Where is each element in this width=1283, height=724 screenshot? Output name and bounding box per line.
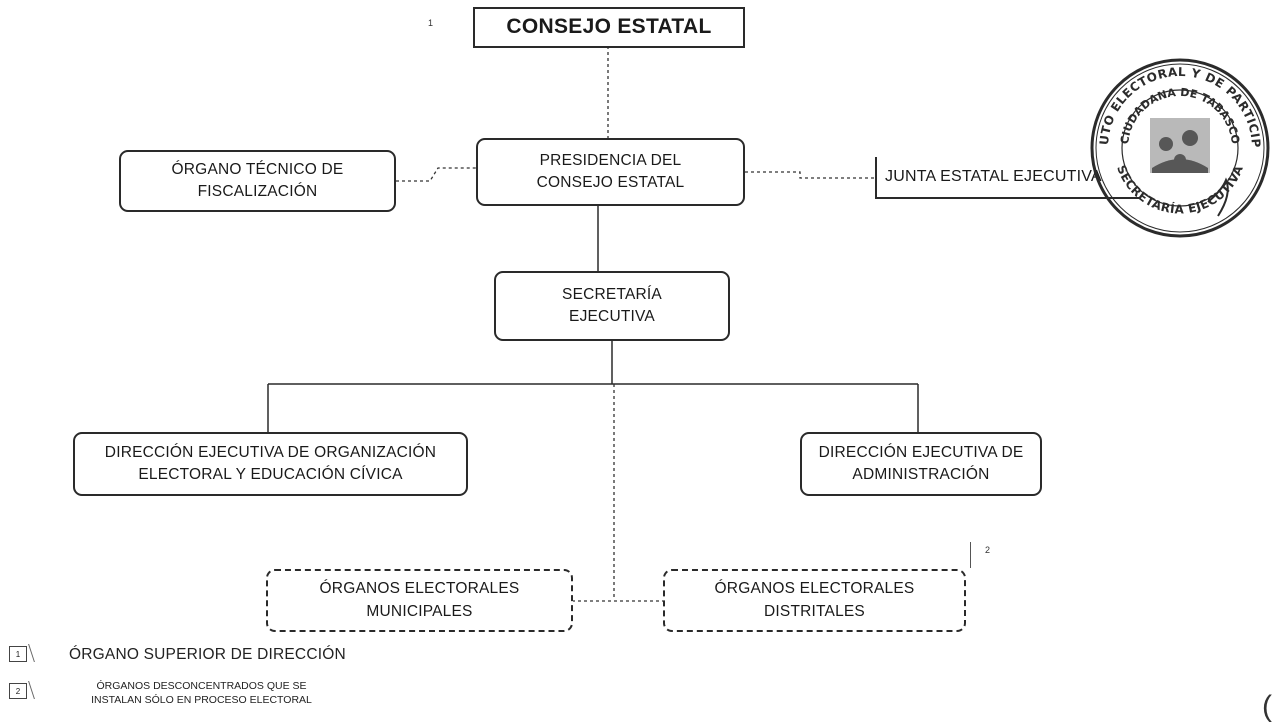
junta-estatal-label: JUNTA ESTATAL EJECUTIVA [885, 168, 1102, 185]
legend-2-text: ÓRGANOS DESCONCENTRADOS QUE SE INSTALAN … [69, 679, 334, 707]
organos-distritales-line1: ÓRGANOS ELECTORALES [714, 580, 915, 598]
organos-distritales-box: ÓRGANOS ELECTORALES DISTRITALES [663, 569, 966, 632]
legend-2-text-line1: ÓRGANOS DESCONCENTRADOS QUE SE [96, 680, 307, 692]
organo-tecnico-line1: ÓRGANO TÉCNICO DE [171, 160, 344, 178]
organos-municipales-line1: ÓRGANOS ELECTORALES [319, 580, 520, 598]
legend-1-number: 1 [15, 649, 21, 659]
direccion-administracion-line2: ADMINISTRACIÓN [852, 466, 990, 483]
organos-municipales-box: ÓRGANOS ELECTORALES MUNICIPALES [266, 569, 573, 632]
presidencia-box: PRESIDENCIA DEL CONSEJO ESTATAL [476, 138, 745, 206]
secretaria-box: SECRETARÍA EJECUTIVA [494, 271, 730, 341]
direccion-organizacion-box: DIRECCIÓN EJECUTIVA DE ORGANIZACIÓN ELEC… [73, 432, 468, 496]
connector-organo-presidencia [396, 167, 476, 182]
presidencia-line1: PRESIDENCIA DEL [539, 151, 682, 169]
presidencia-line2: CONSEJO ESTATAL [536, 174, 685, 191]
organos-distritales-line2: DISTRITALES [764, 602, 865, 620]
legend-1-text: ÓRGANO SUPERIOR DE DIRECCIÓN [69, 646, 346, 663]
direccion-administracion-box: DIRECCIÓN EJECUTIVA DE ADMINISTRACIÓN [800, 432, 1042, 496]
page-edge-parenthesis: ( [1262, 690, 1272, 723]
secretaria-line2: EJECUTIVA [569, 308, 655, 325]
direccion-organizacion-line2: ELECTORAL Y EDUCACIÓN CÍVICA [138, 466, 403, 483]
footnote-bracket-2 [970, 542, 975, 568]
legend-1-number-box: 1 [9, 646, 27, 662]
footnote-marker-1: 1 [428, 18, 434, 28]
direccion-organizacion-line1: DIRECCIÓN EJECUTIVA DE ORGANIZACIÓN [104, 443, 437, 461]
junta-estatal-box: JUNTA ESTATAL EJECUTIVA [875, 157, 1140, 199]
consejo-estatal-box: CONSEJO ESTATAL [473, 7, 745, 48]
legend-2-text-line2: INSTALAN SÓLO EN PROCESO ELECTORAL [91, 694, 312, 706]
legend-2-number: 2 [15, 686, 21, 696]
secretaria-line1: SECRETARÍA [562, 285, 662, 303]
organos-municipales-line2: MUNICIPALES [366, 602, 473, 620]
legend-2-number-box: 2 [9, 683, 27, 699]
connector-presidencia-junta [745, 171, 875, 179]
institutional-seal-icon: INSTITUTO ELECTORAL Y DE PARTICIPACIÓN C… [1080, 48, 1270, 238]
organo-tecnico-line2: FISCALIZACIÓN [197, 183, 318, 200]
footnote-marker-2: 2 [985, 545, 991, 555]
consejo-estatal-label: CONSEJO ESTATAL [506, 15, 712, 39]
direccion-administracion-line1: DIRECCIÓN EJECUTIVA DE [818, 443, 1024, 461]
organo-tecnico-box: ÓRGANO TÉCNICO DE FISCALIZACIÓN [119, 150, 396, 212]
